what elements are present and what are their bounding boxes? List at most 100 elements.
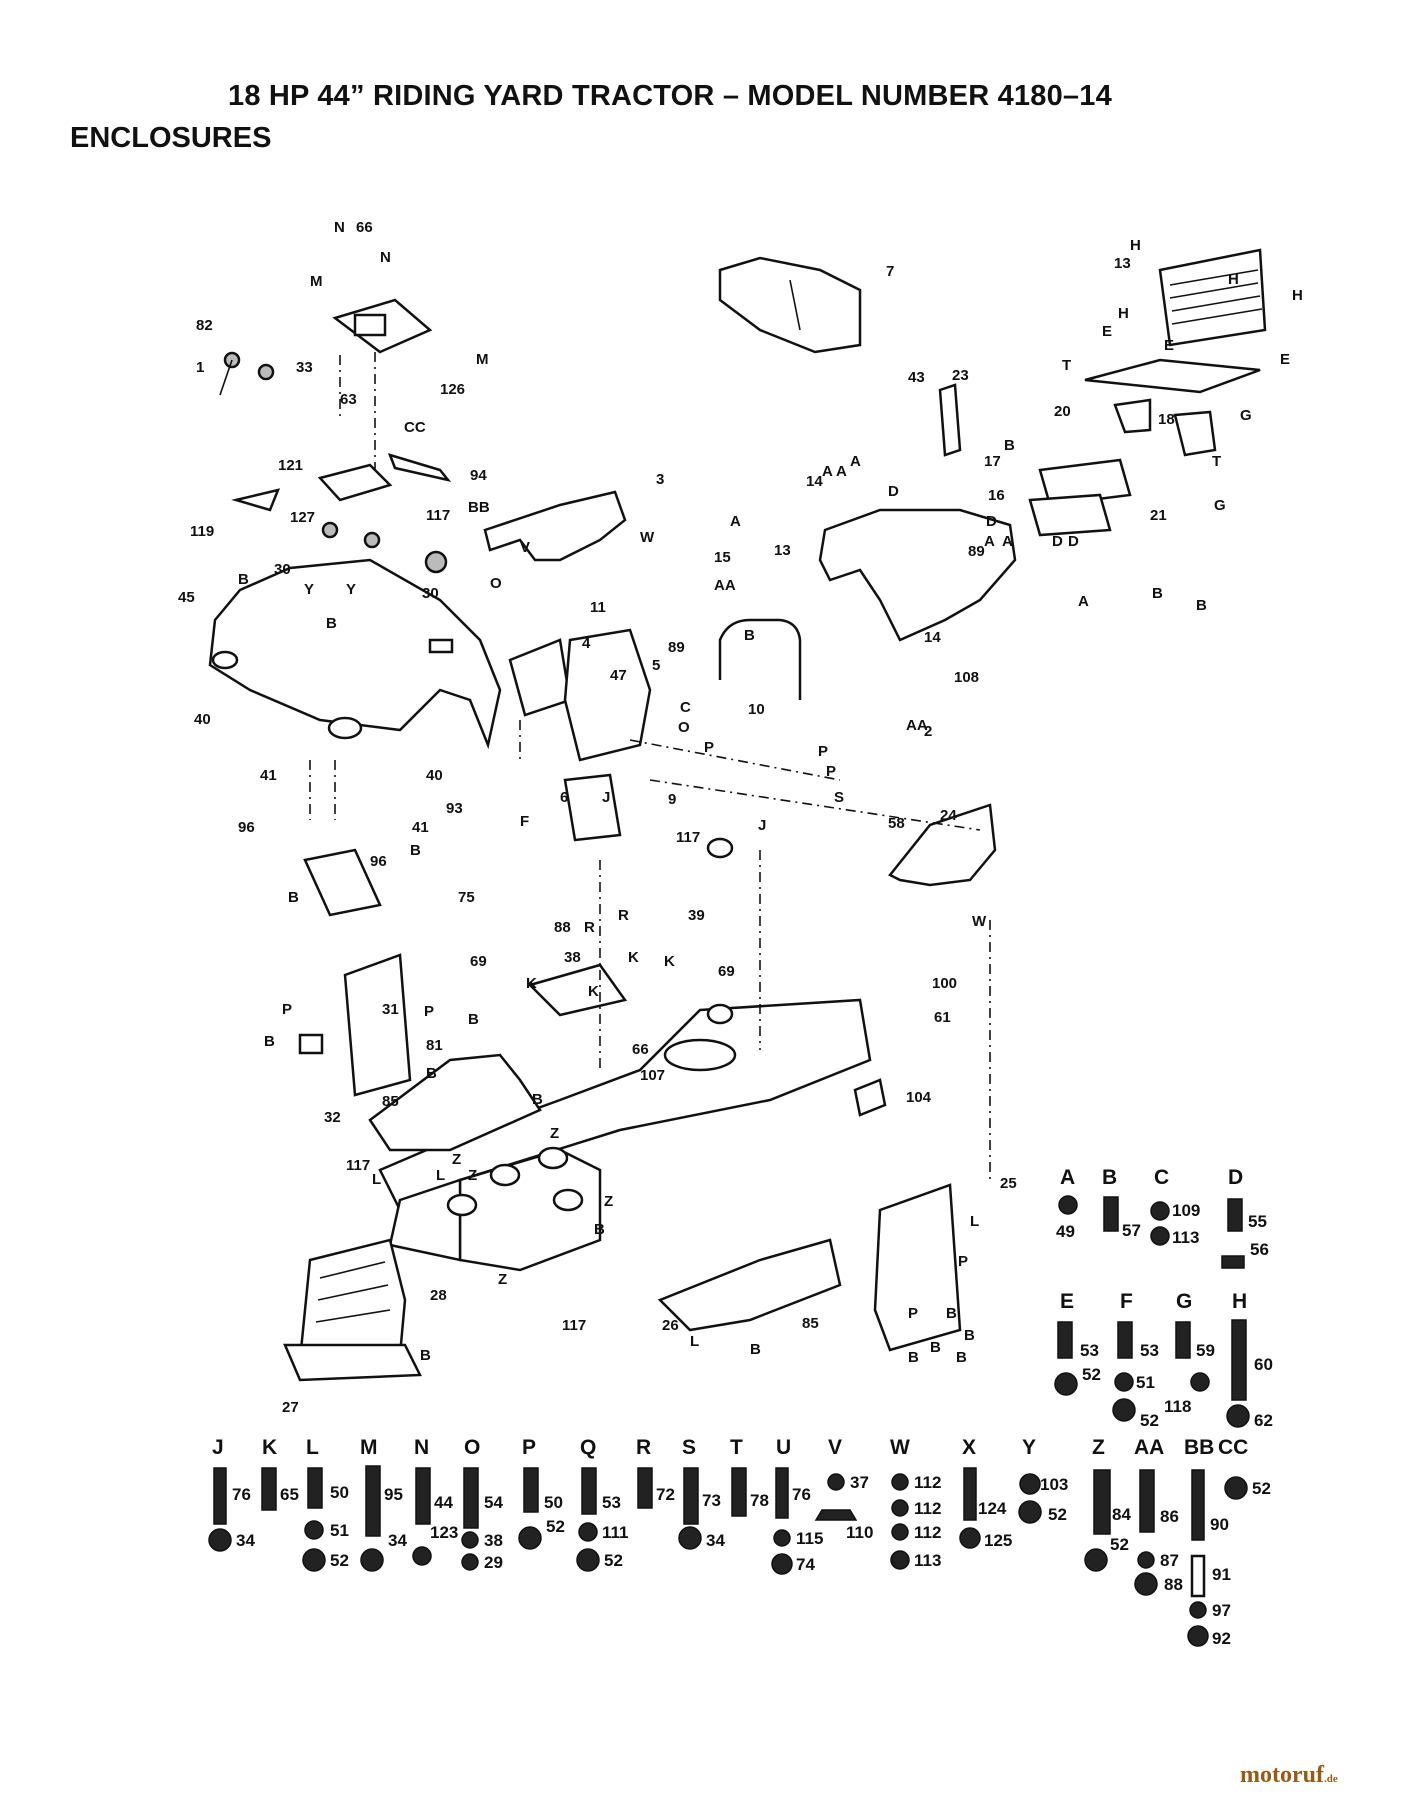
- callout-label: 117: [562, 1317, 586, 1334]
- callout-label: 6: [560, 789, 568, 806]
- callout-label: K: [664, 953, 675, 970]
- hardware-letter: S: [682, 1436, 696, 1459]
- callout-label: E: [1102, 323, 1112, 340]
- callout-label: N: [380, 249, 391, 266]
- hardware-letter: F: [1120, 1290, 1133, 1313]
- callout-label: 27: [282, 1399, 299, 1416]
- callout-label: K: [628, 949, 639, 966]
- hardware-part-number: 74: [796, 1555, 815, 1574]
- callout-label: 17: [984, 453, 1001, 470]
- callout-label: M: [310, 273, 323, 290]
- callout-label: 117: [346, 1157, 370, 1174]
- callout-label: P: [908, 1305, 918, 1322]
- hardware-part-number: 52: [1140, 1411, 1159, 1430]
- hardware-part-number: 51: [1136, 1373, 1155, 1392]
- hardware-part-number: 124: [978, 1499, 1007, 1518]
- callout-label: E: [1164, 337, 1174, 354]
- callout-label: B: [946, 1305, 957, 1322]
- callout-label: 45: [178, 589, 195, 606]
- callout-label: 1: [196, 359, 204, 376]
- callout-label: 16: [988, 487, 1005, 504]
- hardware-part-number: 62: [1254, 1411, 1273, 1430]
- callout-label: 58: [888, 815, 905, 832]
- page-title: 18 HP 44” RIDING YARD TRACTOR – MODEL NU…: [228, 80, 1112, 112]
- callout-label: H: [1130, 237, 1141, 254]
- hardware-part-number: 38: [484, 1531, 503, 1550]
- callout-label: F: [520, 813, 529, 830]
- hardware-part-number: 112: [914, 1523, 941, 1542]
- hardware-part-number: 86: [1160, 1507, 1179, 1526]
- callout-label: A: [984, 533, 995, 550]
- callout-label: D: [1068, 533, 1079, 550]
- callout-label: 61: [934, 1009, 951, 1026]
- hardware-letter: E: [1060, 1290, 1074, 1313]
- callout-label: H: [1118, 305, 1129, 322]
- callout-label: B: [956, 1349, 967, 1366]
- callout-label: B: [420, 1347, 431, 1364]
- hardware-part-number: 44: [434, 1493, 453, 1512]
- steering-console-parts: [219, 298, 452, 574]
- callout-label: M: [476, 351, 489, 368]
- hardware-part-number: 56: [1250, 1240, 1269, 1259]
- callout-label: 81: [426, 1037, 443, 1054]
- callout-label: 4: [582, 635, 591, 652]
- seat: [718, 256, 862, 354]
- callout-label: H: [1292, 287, 1303, 304]
- callout-label: 126: [440, 381, 465, 398]
- callout-label: 30: [422, 585, 439, 602]
- hardware-part-number: 113: [914, 1551, 941, 1570]
- callout-label: T: [1062, 357, 1071, 374]
- hardware-part-number: 87: [1160, 1551, 1179, 1570]
- hardware-part-number: 53: [602, 1493, 621, 1512]
- callout-label: A: [850, 453, 861, 470]
- callout-label: R: [584, 919, 595, 936]
- callout-label: 11: [590, 599, 606, 616]
- callout-label: 32: [324, 1109, 341, 1126]
- hardware-letter: Y: [1022, 1436, 1036, 1459]
- callout-label: B: [288, 889, 299, 906]
- hardware-letter: G: [1176, 1290, 1192, 1313]
- hardware-part-number: 51: [330, 1521, 349, 1540]
- callout-label: B: [1004, 437, 1015, 454]
- hardware-part-number: 50: [330, 1483, 349, 1502]
- hardware-part-number: 34: [706, 1531, 725, 1550]
- front-bumper: [888, 803, 997, 887]
- callout-label: 30: [274, 561, 291, 578]
- callout-label: B: [908, 1349, 919, 1366]
- callout-label: S: [834, 789, 844, 806]
- callout-label: 121: [278, 457, 303, 474]
- callout-label: B: [264, 1033, 275, 1050]
- hardware-letter: Z: [1092, 1436, 1105, 1459]
- hardware-letter: J: [212, 1436, 224, 1459]
- callout-label: P: [282, 1001, 292, 1018]
- callout-label: E: [1280, 351, 1290, 368]
- callout-label: B: [238, 571, 249, 588]
- callout-label: A: [1002, 533, 1013, 550]
- callout-label: 66: [632, 1041, 649, 1058]
- hardware-part-number: 37: [850, 1473, 869, 1492]
- hardware-letter: BB: [1184, 1436, 1214, 1459]
- hardware-part-number: 65: [280, 1485, 299, 1504]
- hardware-letter: T: [730, 1436, 743, 1459]
- callout-label: 40: [426, 767, 443, 784]
- callout-label: D: [1052, 533, 1063, 550]
- callout-label: 31: [382, 1001, 399, 1018]
- hardware-part-number: 112: [914, 1499, 941, 1518]
- callout-label: 18: [1158, 411, 1175, 428]
- callout-label: P: [704, 739, 714, 756]
- callout-label: W: [972, 913, 987, 930]
- callout-label: T: [1212, 453, 1221, 470]
- callout-label: B: [410, 842, 421, 859]
- callout-label: A: [730, 513, 741, 530]
- callout-label: 100: [932, 975, 957, 992]
- rear-fender: [818, 383, 1132, 642]
- callout-label: P: [958, 1253, 968, 1270]
- hardware-part-number: 53: [1140, 1341, 1159, 1360]
- callout-label: B: [964, 1327, 975, 1344]
- callout-label: 7: [886, 263, 894, 280]
- callout-label: A: [836, 463, 847, 480]
- hardware-letter: V: [828, 1436, 842, 1459]
- callout-label: 66: [356, 219, 373, 236]
- hardware-part-number: 52: [330, 1551, 349, 1570]
